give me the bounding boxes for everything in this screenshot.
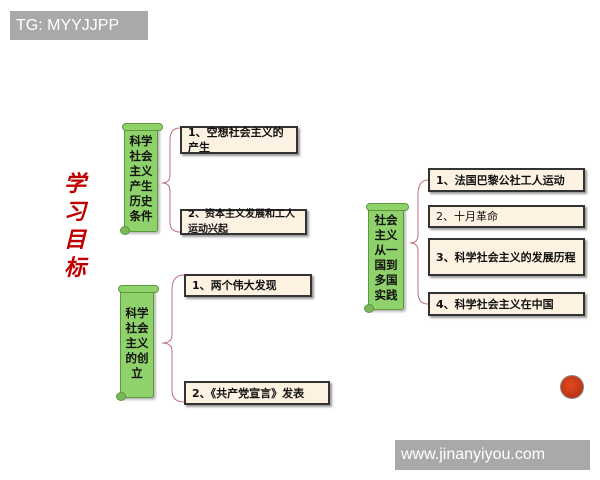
item-capitalism-labor-movement: 2、资本主义发展和工人运动兴起 — [180, 209, 307, 235]
scroll-founding: 科学社会主义的创立 — [116, 285, 159, 401]
item-utopian-socialism: 1、空想社会主义的产生 — [180, 126, 298, 154]
scroll-practice: 社会主义从一国到多国实践 — [364, 203, 409, 313]
red-circle-icon — [560, 375, 584, 399]
item-paris-commune: 1、法国巴黎公社工人运动 — [428, 168, 585, 192]
watermark-top: TG: MYYJJPP — [10, 11, 148, 40]
brace-3 — [409, 179, 429, 305]
item-communist-manifesto: 2、《共产党宣言》发表 — [184, 381, 330, 405]
item-socialism-in-china: 4、科学社会主义在中国 — [428, 292, 585, 316]
item-two-discoveries: 1、两个伟大发现 — [184, 274, 312, 297]
item-october-revolution: 2、十月革命 — [428, 205, 585, 228]
item-development-history: 3、科学社会主义的发展历程 — [428, 238, 585, 276]
brace-2 — [161, 274, 185, 403]
brace-1 — [161, 127, 181, 233]
scroll-historical-conditions: 科学社会主义产生历史条件 — [120, 123, 163, 235]
watermark-bottom: www.jinanyiyou.com — [395, 440, 590, 470]
page-title: 学习目标 — [63, 171, 86, 281]
